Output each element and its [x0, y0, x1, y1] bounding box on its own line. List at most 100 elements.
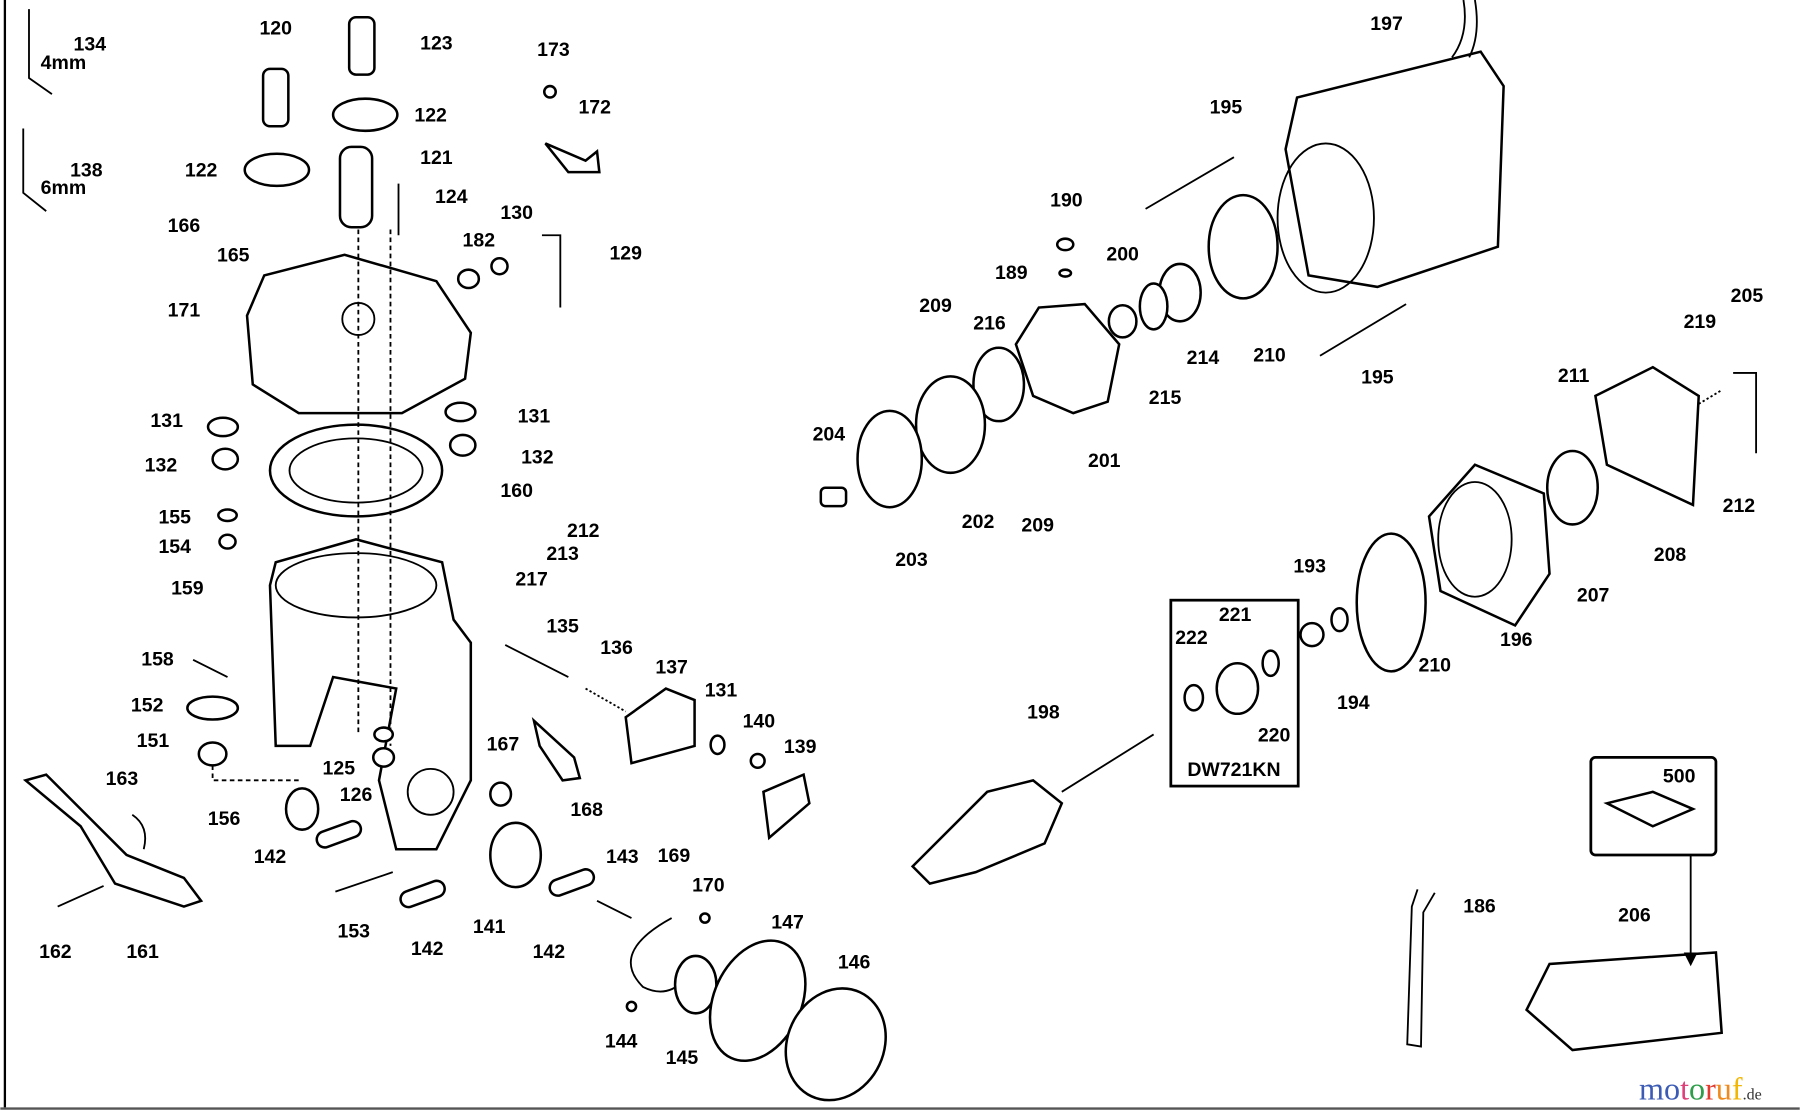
- callout-label: 214: [1187, 347, 1220, 369]
- clip-169: [629, 917, 684, 993]
- brush-kit-500: [1603, 790, 1697, 828]
- watermark-suffix: .de: [1743, 1086, 1762, 1103]
- power-cord: [1451, 0, 1478, 58]
- callout-label: 222: [1175, 627, 1208, 649]
- callout-label: 170: [692, 875, 725, 897]
- callout-label: 201: [1088, 450, 1121, 472]
- callout-label: 212: [567, 520, 600, 542]
- callout-label: 146: [838, 952, 871, 974]
- callout-label: 211: [1558, 365, 1590, 387]
- motor-assembly-206: [1525, 951, 1724, 1052]
- washer-122: [331, 97, 399, 133]
- bearing-193: [1299, 621, 1325, 648]
- callout-label: 122: [185, 160, 218, 182]
- washer-131b: [444, 401, 477, 423]
- callout-label: 122: [414, 105, 447, 127]
- callout-label: 206: [1618, 905, 1651, 927]
- callout-label: 171: [168, 300, 201, 322]
- bearing-221: [1215, 662, 1260, 716]
- callout-label: 220: [1258, 724, 1291, 746]
- ring-215: [1138, 282, 1169, 331]
- callout-label: 6mm: [41, 177, 87, 199]
- screw-143: [596, 900, 632, 919]
- callout-label: 193: [1293, 556, 1326, 578]
- bearing-200: [1107, 303, 1138, 339]
- callout-label: 153: [337, 921, 370, 943]
- callout-label: 142: [533, 941, 566, 963]
- spring-219: [1698, 389, 1723, 405]
- hex-key-129: [541, 234, 562, 308]
- callout-label: 198: [1027, 701, 1060, 723]
- callout-label: 500: [1663, 766, 1696, 788]
- callout-label: 216: [973, 312, 1006, 334]
- yoke-bore: [406, 767, 455, 816]
- spring-163: [131, 814, 147, 850]
- callout-label: 145: [666, 1047, 699, 1069]
- bolt-162: [57, 885, 104, 908]
- hex-key-4mm: [28, 9, 53, 95]
- callout-label: 202: [962, 511, 995, 533]
- callout-label: 131: [705, 680, 738, 702]
- callout-label: 167: [487, 734, 520, 756]
- callout-label: 209: [919, 295, 952, 317]
- washer-167: [489, 781, 513, 807]
- callout-label: 138: [70, 160, 103, 182]
- nut-151: [197, 741, 228, 767]
- armature-198: [910, 778, 1064, 886]
- washer-156: [284, 787, 320, 831]
- watermark-letter: f: [1732, 1070, 1743, 1106]
- callout-label: 125: [323, 758, 356, 780]
- callout-label: 165: [217, 245, 250, 267]
- arrow-head: [1683, 952, 1698, 967]
- spring-222: [1183, 683, 1205, 712]
- screw-170: [699, 912, 711, 924]
- callout-label: 207: [1577, 584, 1610, 606]
- callout-label: 169: [658, 845, 691, 867]
- bolt-158: [192, 659, 228, 678]
- callout-label: 134: [74, 33, 107, 55]
- fan-207: [1545, 449, 1599, 526]
- cover-208: [1594, 365, 1701, 507]
- nut-154: [218, 533, 237, 550]
- fan-housing-opening: [1437, 481, 1513, 598]
- watermark-letter: r: [1705, 1070, 1716, 1106]
- callout-label: 162: [39, 941, 72, 963]
- watermark-letter: o: [1689, 1070, 1705, 1106]
- kit-box-500: [1589, 756, 1718, 857]
- callout-label: 130: [500, 202, 533, 224]
- wrench-186: [1406, 889, 1436, 1048]
- callout-label: 155: [158, 506, 191, 528]
- callout-label: 4mm: [41, 52, 87, 74]
- gearbox-201: [1014, 302, 1121, 415]
- callout-label: 156: [208, 808, 241, 830]
- rod-195: [1145, 156, 1235, 210]
- callout-label: 215: [1149, 387, 1182, 409]
- disc-202: [914, 375, 987, 475]
- hex-key-6mm: [22, 128, 47, 212]
- callout-label: 208: [1654, 544, 1687, 566]
- armature-shaft: [1061, 733, 1155, 793]
- callout-label: 172: [578, 97, 611, 119]
- callout-label: 131: [150, 410, 183, 432]
- ring-220: [1261, 649, 1280, 678]
- callout-label: 142: [411, 938, 444, 960]
- knob-123: [347, 15, 376, 76]
- cap-141: [489, 821, 543, 889]
- callout-label: 142: [254, 846, 287, 868]
- callout-label: 136: [600, 637, 633, 659]
- callout-label: 168: [570, 799, 603, 821]
- kit-box-label: DW721KN: [1187, 759, 1280, 781]
- callout-label: 137: [655, 657, 688, 679]
- knob-139: [762, 772, 811, 841]
- nut-132b: [448, 433, 477, 457]
- callout-label: 205: [1731, 285, 1764, 307]
- rod-195b: [1319, 303, 1407, 357]
- assembly-line-3: [211, 757, 299, 782]
- yoke-top: [274, 552, 438, 619]
- callout-label: 161: [126, 941, 159, 963]
- callout-label: 159: [171, 577, 204, 599]
- plate-216: [972, 346, 1026, 423]
- link-142c: [548, 868, 596, 897]
